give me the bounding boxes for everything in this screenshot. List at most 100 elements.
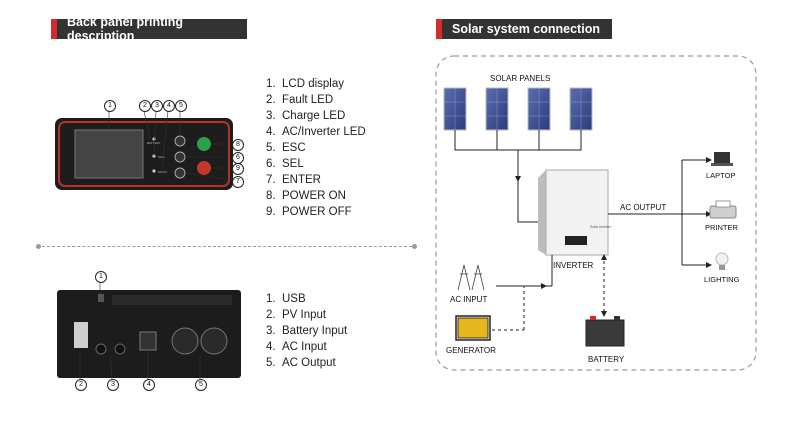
battery-arrow-up <box>601 254 607 260</box>
divider-dot-left <box>36 244 41 249</box>
panel-grid-lines <box>444 88 592 130</box>
list-item: 2.Fault LED <box>266 94 334 106</box>
callout-leader <box>143 110 151 140</box>
list-item-label: PV Input <box>282 309 327 321</box>
printer-arrow <box>706 211 712 217</box>
battery-tiny-label: BATTERY <box>147 141 161 145</box>
list-item-label: LCD display <box>282 78 344 90</box>
callout-leader <box>153 110 157 157</box>
callout-leader <box>109 353 113 381</box>
battery-terminal <box>614 316 620 320</box>
header-accent-bar <box>51 19 57 39</box>
printer-paper <box>715 200 731 208</box>
list-item-label: POWER OFF <box>282 206 352 218</box>
list-item-label: Fault LED <box>282 94 334 106</box>
laptop-arrow <box>706 157 712 163</box>
header-accent-bar <box>436 19 442 39</box>
inverter-side <box>538 170 546 255</box>
front-callout-1: 1 <box>104 100 116 112</box>
solar-header: Solar system connection <box>436 19 612 39</box>
front-callout-3: 3 <box>151 100 163 112</box>
front-panel-list: 1.LCD display 2.Fault LED 3.Charge LED 4… <box>266 76 366 220</box>
generator-wiring <box>492 286 525 331</box>
generator-label: GENERATOR <box>446 346 496 355</box>
generator-icon <box>457 317 489 339</box>
laptop-label: LAPTOP <box>706 171 735 180</box>
list-item: 3.Battery Input <box>266 325 348 337</box>
inverter-brand-label: Solar Inverter <box>590 225 612 229</box>
ac-input-wiring <box>496 255 553 287</box>
power-on-button <box>197 137 211 151</box>
back-callout-4: 4 <box>143 379 155 391</box>
front-callout-7: 7 <box>232 176 244 188</box>
lighting-base <box>719 265 725 270</box>
list-item-label: USB <box>282 293 306 305</box>
lighting-label: LIGHTING <box>704 275 740 284</box>
callout-leader <box>184 172 233 181</box>
ac-output-socket-2 <box>200 327 228 355</box>
battery-terminal-neg <box>114 343 126 355</box>
list-item: 4.AC Input <box>266 341 327 353</box>
section-divider <box>42 246 412 247</box>
power-off-button <box>197 161 211 175</box>
diagram-frame <box>435 55 757 371</box>
list-item: 4.AC/Inverter LED <box>266 126 366 138</box>
pv-arrow <box>515 176 521 182</box>
fault-tiny-label: FAULT <box>158 170 167 174</box>
lighting-arrow <box>706 262 712 268</box>
enter-button <box>174 167 186 179</box>
front-callout-8: 8 <box>232 139 244 151</box>
front-panel-illustration: BATTERY CHG FAULT <box>55 110 233 190</box>
laptop-icon <box>714 152 730 163</box>
front-callout-5: 5 <box>175 100 187 112</box>
battery-terminal-pos <box>95 343 107 355</box>
list-item: 1.LCD display <box>266 78 344 90</box>
list-item-label: ENTER <box>282 174 321 186</box>
printer-label: PRINTER <box>705 223 739 232</box>
back-panel-list: 1.USB 2.PV Input 3.Battery Input 4.AC In… <box>266 291 347 371</box>
list-item: 2.PV Input <box>266 309 327 321</box>
solar-header-title: Solar system connection <box>442 19 612 39</box>
ac-input-arrow <box>541 283 547 289</box>
list-item: 3.Charge LED <box>266 110 346 122</box>
callout-leader <box>161 110 169 172</box>
laptop-base <box>711 163 733 166</box>
list-item: 6.SEL <box>266 158 304 170</box>
solar-diagram: SOLAR PANELS Solar Inverter INVERTER AC … <box>435 55 757 371</box>
list-item: 5.ESC <box>266 142 306 154</box>
list-item-label: Battery Input <box>282 325 348 337</box>
usb-port <box>98 294 104 302</box>
ac-output-socket-1 <box>171 327 199 355</box>
front-panel-red-outline <box>58 121 230 187</box>
list-item-label: SEL <box>282 158 304 170</box>
charge-tiny-label: CHG <box>158 155 165 159</box>
back-callout-3: 3 <box>107 379 119 391</box>
battery-icon <box>585 319 625 347</box>
inverter-label: INVERTER <box>553 261 594 270</box>
back-callout-5: 5 <box>195 379 207 391</box>
generator-frame <box>455 315 491 341</box>
list-item: 7.ENTER <box>266 174 321 186</box>
list-item-label: AC/Inverter LED <box>282 126 366 138</box>
front-callout-2: 2 <box>139 100 151 112</box>
ac-input-socket <box>139 331 157 351</box>
esc-button <box>174 135 186 147</box>
ac-output-label: AC OUTPUT <box>620 203 666 212</box>
back-callout-2: 2 <box>75 379 87 391</box>
back-callout-1: 1 <box>95 271 107 283</box>
sel-button <box>174 151 186 163</box>
pv-wiring <box>454 130 582 223</box>
lcd-display <box>74 129 144 179</box>
list-item-label: POWER ON <box>282 190 346 202</box>
battery-label: BATTERY <box>588 355 625 364</box>
pylon-icon <box>457 264 485 291</box>
pv-terminals <box>74 322 88 348</box>
list-item-label: ESC <box>282 142 306 154</box>
printer-icon <box>709 205 737 219</box>
back-panel-header-title: Back panel printing description <box>57 15 247 43</box>
ac-input-label: AC INPUT <box>450 295 487 304</box>
solar-panels-label: SOLAR PANELS <box>490 74 550 83</box>
list-item-label: AC Output <box>282 357 336 369</box>
front-callout-4: 4 <box>163 100 175 112</box>
list-item: 9.POWER OFF <box>266 206 352 218</box>
